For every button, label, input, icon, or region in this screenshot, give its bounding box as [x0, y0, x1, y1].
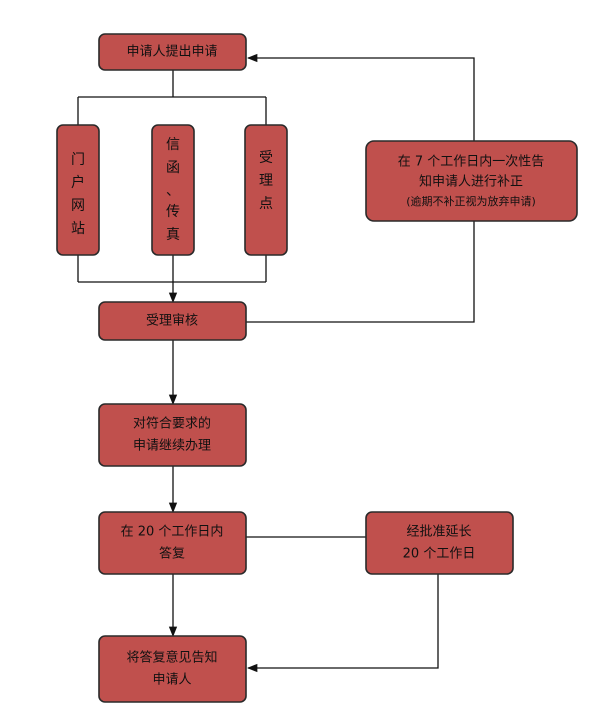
node-reply: 在 20 个工作日内 答复 — [98, 511, 247, 575]
node-review: 受理审核 — [98, 301, 247, 341]
office-char-1: 受 — [259, 150, 273, 166]
letter-char-5: 真 — [166, 227, 180, 243]
inform-line-1: 将答复意见告知 — [126, 650, 217, 666]
connector-extend-to-inform — [246, 574, 439, 673]
connector-review-to-notify — [246, 221, 475, 323]
office-char-2: 理 — [259, 173, 273, 189]
node-channel-office: 受 理 点 — [244, 124, 288, 256]
node-review-label: 受理审核 — [146, 314, 198, 329]
node-extend: 经批准延长 20 个工作日 — [365, 511, 514, 575]
reply-line-1: 在 20 个工作日内 — [121, 524, 224, 540]
continue-line-2: 申请继续办理 — [133, 439, 211, 454]
letter-char-2: 函 — [166, 160, 180, 176]
node-continue: 对符合要求的 申请继续办理 — [98, 403, 247, 467]
office-char-3: 点 — [259, 196, 273, 212]
node-submit: 申请人提出申请 — [98, 33, 247, 71]
connector-notify-to-submit — [246, 53, 475, 141]
portal-char-2: 户 — [71, 174, 85, 191]
connectors — [77, 53, 475, 673]
letter-char-1: 信 — [166, 137, 180, 153]
inform-line-2: 申请人 — [152, 673, 191, 688]
extend-line-2: 20 个工作日 — [403, 547, 476, 562]
notify-line-3: (逾期不补正视为放弃申请) — [406, 194, 536, 208]
portal-char-4: 站 — [71, 221, 85, 237]
node-channel-letter: 信 函 、 传 真 — [151, 124, 195, 256]
continue-line-1: 对符合要求的 — [133, 416, 211, 432]
node-channel-portal: 门 户 网 站 — [56, 124, 100, 256]
letter-char-4: 传 — [166, 204, 180, 220]
node-inform: 将答复意见告知 申请人 — [98, 635, 247, 703]
notify-line-1: 在 7 个工作日内一次性告 — [398, 154, 545, 170]
portal-char-3: 网 — [71, 198, 85, 214]
notify-line-2: 知申请人进行补正 — [419, 174, 523, 190]
letter-char-3: 、 — [166, 183, 180, 199]
extend-line-1: 经批准延长 — [406, 525, 471, 540]
node-submit-label: 申请人提出申请 — [126, 44, 217, 60]
reply-line-2: 答复 — [159, 546, 185, 562]
node-notify-supplement: 在 7 个工作日内一次性告 知申请人进行补正 (逾期不补正视为放弃申请) — [365, 140, 578, 222]
portal-char-1: 门 — [71, 152, 85, 168]
